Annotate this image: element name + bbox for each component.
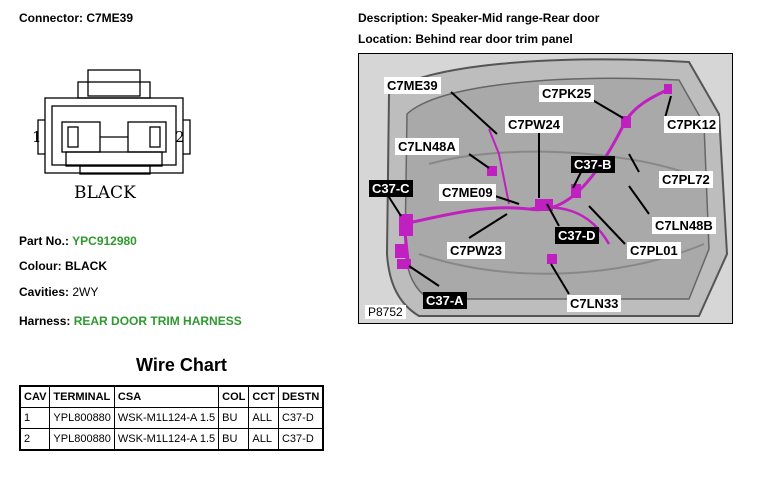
callout-c7pl72: C7PL72 [659,171,713,188]
cavities-value: 2WY [72,285,99,299]
table-row: 2 YPL800880 WSK-M1L124-A 1.5 BU ALL C37-… [19,428,324,451]
header-col: COL [218,385,250,408]
cell-csa: WSK-M1L124-A 1.5 [113,428,220,451]
cell-cav: 1 [19,407,51,429]
connector-line: Connector: C7ME39 [19,11,133,25]
callout-c7me39: C7ME39 [384,77,441,94]
callout-c37c: C37-C [369,180,413,197]
callout-c7pw24: C7PW24 [505,116,564,133]
part-no-line: Part No.: YPC912980 [19,234,137,248]
table-row: 1 YPL800880 WSK-M1L124-A 1.5 BU ALL C37-… [19,407,324,429]
cavities-line: Cavities: 2WY [19,285,98,299]
callout-c37d: C37-D [555,227,599,244]
cell-cct: ALL [248,428,279,451]
cell-csa: WSK-M1L124-A 1.5 [113,407,220,429]
pin-2-label: 2 [175,128,185,146]
colour-label: Colour: [19,259,62,273]
cell-terminal: YPL800880 [49,407,115,429]
photo-reference: P8752 [365,305,406,319]
callout-c7pk25: C7PK25 [539,85,595,102]
cell-terminal: YPL800880 [49,428,115,451]
cell-cct: ALL [248,407,279,429]
colour-value: BLACK [65,259,107,273]
harness-label: Harness: [19,314,71,328]
callout-c7pw23: C7PW23 [447,242,506,259]
location-value: Behind rear door trim panel [415,32,573,46]
cell-col: BU [218,407,250,429]
colour-line: Colour: BLACK [19,259,107,273]
wire-chart-header-row: CAV TERMINAL CSA COL CCT DESTN [19,385,324,408]
cell-col: BU [218,428,250,451]
harness-value: REAR DOOR TRIM HARNESS [73,314,242,328]
door-location-photo: C7ME39 C7PK25 C7PW24 C7PK12 C7LN48A C37-… [358,53,733,324]
description-line: Description: Speaker-Mid range-Rear door [358,11,599,25]
header-terminal: TERMINAL [49,385,115,408]
location-label: Location: [358,32,412,46]
callout-c7ln33: C7LN33 [567,295,622,312]
pin-1-label: 1 [32,128,42,146]
callout-c7ln48a: C7LN48A [395,138,459,155]
header-cav: CAV [19,385,51,408]
connector-colour-caption: BLACK [74,183,136,203]
connector-drawing: 1 2 [32,69,191,175]
harness-line: Harness: REAR DOOR TRIM HARNESS [19,314,242,328]
cell-destn: C37-D [277,407,324,429]
header-csa: CSA [113,385,220,408]
connector-value: C7ME39 [86,11,134,25]
header-cct: CCT [248,385,279,408]
location-line: Location: Behind rear door trim panel [358,32,573,46]
callout-c37b: C37-B [571,156,615,173]
description-value: Speaker-Mid range-Rear door [431,11,600,25]
part-no-label: Part No.: [19,234,70,248]
wire-chart-table: CAV TERMINAL CSA COL CCT DESTN 1 YPL8008… [19,385,325,451]
cell-destn: C37-D [277,428,324,451]
description-label: Description: [358,11,429,25]
connector-label: Connector: [19,11,83,25]
header-destn: DESTN [277,385,324,408]
cavities-label: Cavities: [19,285,70,299]
callout-c37a: C37-A [423,292,467,309]
wire-chart-title: Wire Chart [136,355,227,375]
part-no-value: YPC912980 [72,234,137,248]
callout-c7pk12: C7PK12 [664,116,720,133]
callout-c7pl01: C7PL01 [627,242,681,259]
callout-c7me09: C7ME09 [439,184,496,201]
callout-c7ln48b: C7LN48B [652,217,716,234]
cell-cav: 2 [19,428,51,451]
connector-diagram: 1 2 [30,60,200,210]
